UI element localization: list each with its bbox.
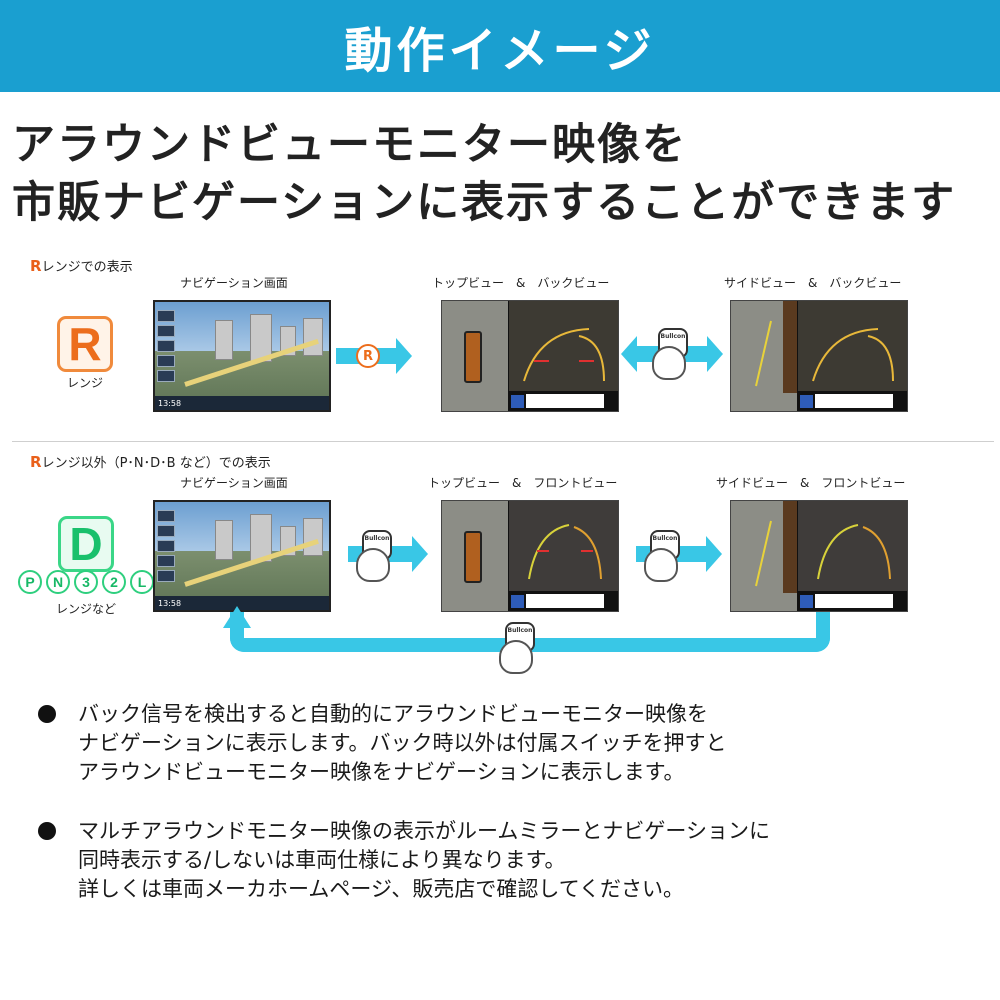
row1-arrow-r-badge: R — [356, 344, 380, 368]
note-line: マルチアラウンドモニター映像の表示がルームミラーとナビゲーションに — [78, 819, 770, 843]
gear-3-icon: 3 — [74, 570, 98, 594]
row2-caption-text: レンジ以外（P･N･D･B など）での表示 — [41, 456, 271, 471]
front-guide-icon — [528, 524, 602, 580]
hand-icon — [356, 548, 390, 582]
gear-n-icon: N — [46, 570, 70, 594]
header-banner: 動作イメージ — [0, 0, 1000, 92]
section-divider — [12, 441, 994, 442]
side-guide-icon — [755, 520, 772, 587]
hand-icon — [644, 548, 678, 582]
row2-cam2-screen — [730, 500, 908, 612]
note-item: マルチアラウンドモニター映像の表示がルームミラーとナビゲーションに 同時表示する… — [38, 817, 988, 904]
hand-icon — [652, 346, 686, 380]
gear-d-icon: D — [58, 516, 114, 572]
row2-nav-time: 13:58 — [155, 596, 329, 610]
row2-caption-r: R — [30, 453, 42, 471]
return-arrow-head — [223, 606, 251, 628]
row1-caption-r: R — [30, 257, 42, 275]
guide-lines-icon — [523, 328, 605, 382]
gear-2-icon: 2 — [102, 570, 126, 594]
row1-cam1-label: トップビュー & バックビュー — [432, 276, 610, 290]
side-guide-icon — [755, 320, 772, 387]
row1-nav-time: 13:58 — [155, 396, 329, 410]
row1-caption: Rレンジでの表示 — [30, 256, 133, 275]
row2-nav-label: ナビゲーション画面 — [180, 476, 288, 490]
headline-line-1: アラウンドビューモニター映像を — [12, 120, 687, 170]
row1-cam2-screen — [730, 300, 908, 412]
front-guide-icon — [817, 524, 891, 580]
note-line: バック信号を検出すると自動的にアラウンドビューモニター映像を — [78, 702, 708, 726]
gear-circles: P N 3 2 L — [18, 570, 154, 594]
row2-caption: Rレンジ以外（P･N･D･B など）での表示 — [30, 452, 271, 471]
gear-r-icon: R — [57, 316, 113, 372]
row2-nav-screen: 13:58 — [153, 500, 331, 612]
guide-lines-icon — [812, 328, 894, 382]
row1-cam2-label: サイドビュー & バックビュー — [724, 276, 902, 290]
headline-line-2: 市販ナビゲーションに表示することができます — [12, 178, 957, 228]
row2-cam2-label: サイドビュー & フロントビュー — [716, 476, 906, 490]
row1-nav-screen: 13:58 — [153, 300, 331, 412]
note-line: 詳しくは車両メーカホームページ、販売店で確認してください。 — [78, 877, 685, 901]
gear-p-icon: P — [18, 570, 42, 594]
bullet-dot-icon — [38, 822, 56, 840]
note-line: アラウンドビューモニター映像をナビゲーションに表示します。 — [78, 760, 685, 784]
row2-cam1-label: トップビュー & フロントビュー — [428, 476, 618, 490]
note-line: 同時表示する/しないは車両仕様により異なります。 — [78, 848, 566, 872]
header-title: 動作イメージ — [344, 23, 656, 79]
notes-list: バック信号を検出すると自動的にアラウンドビューモニター映像を ナビゲーションに表… — [38, 700, 988, 934]
note-line: ナビゲーションに表示します。バック時以外は付属スイッチを押すと — [78, 731, 727, 755]
gear-l-icon: L — [130, 570, 154, 594]
row1-cam1-screen — [441, 300, 619, 412]
row2-cam1-screen — [441, 500, 619, 612]
bullet-dot-icon — [38, 705, 56, 723]
row1-caption-text: レンジでの表示 — [41, 260, 133, 275]
row2-gear-label: レンジなど — [56, 602, 117, 616]
row1-nav-label: ナビゲーション画面 — [180, 276, 288, 290]
note-item: バック信号を検出すると自動的にアラウンドビューモニター映像を ナビゲーションに表… — [38, 700, 988, 787]
row1-gear-label: レンジ — [67, 376, 104, 390]
hand-icon — [499, 640, 533, 674]
